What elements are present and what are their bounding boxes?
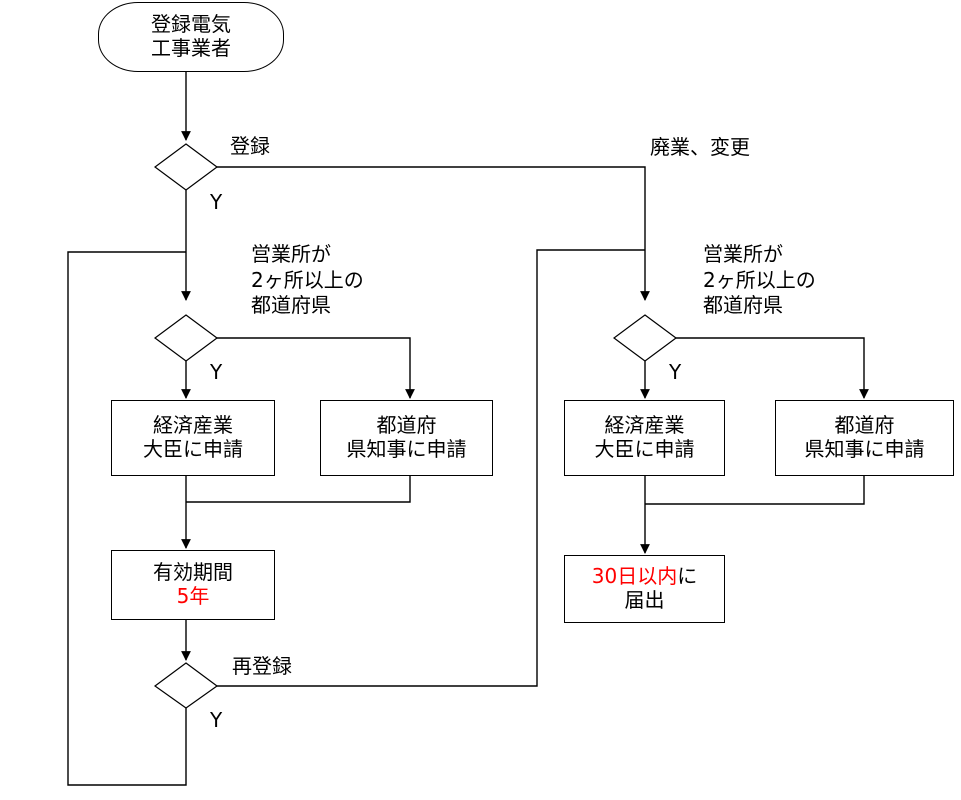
box-right-governor-line-2: 県知事に申請 [804,437,925,461]
label-register-yes: Y [210,190,223,214]
label-right-offices-yes: Y [669,360,682,384]
decision-offices-right [612,314,678,362]
box-notify-within-30-days[interactable]: 30日以内に 届出 [564,555,725,623]
box-left-governor-line-1: 都道府 [376,413,437,438]
box-right-minister-line-1: 経済産業 [604,413,685,438]
box-validity-period-value: 5年 [176,584,210,608]
edge-left-offices-no [217,337,415,399]
box-notify-line-2: 届出 [624,588,665,612]
box-right-governor-line-1: 都道府 [834,413,895,438]
decision-register [153,143,219,191]
edge-right-offices-no [676,337,869,399]
label-right-branch: 廃業、変更 [650,135,750,159]
condition-note-left-line-2: 2ヶ所以上の [251,267,364,292]
condition-note-right-line-3: 都道府県 [703,293,783,318]
decision-reregister [153,662,219,709]
start-node[interactable]: 登録電気 工事業者 [98,2,284,72]
condition-note-left-line-3: 都道府県 [251,293,331,318]
box-left-minister-line-1: 経済産業 [153,413,233,438]
condition-note-left: 営業所が 2ヶ所以上の 都道府県 [251,242,364,319]
edge-left-governor-join [186,476,411,503]
box-left-minister-line-2: 大臣に申請 [143,437,243,461]
box-left-minister[interactable]: 経済産業 大臣に申請 [111,400,275,476]
box-notify-particle: に [677,564,698,589]
start-node-line-1: 登録電気 [151,12,231,37]
box-right-minister[interactable]: 経済産業 大臣に申請 [564,400,725,476]
condition-note-left-line-1: 営業所が [251,242,331,266]
label-reregister: 再登録 [232,654,292,678]
box-notify-line-1: 30日以内に [592,565,697,589]
box-right-governor[interactable]: 都道府 県知事に申請 [775,400,954,476]
edge-rereg-no-to-right [217,249,645,687]
label-left-offices-yes: Y [210,360,223,384]
label-register: 登録 [230,134,270,158]
edge-register-no-right [217,166,650,301]
edge-rereg-yes-loop [67,251,187,786]
label-reregister-yes: Y [210,708,223,732]
edge-right-governor-join [645,476,865,505]
box-notify-deadline: 30日以内 [591,564,678,589]
condition-note-right-line-2: 2ヶ所以上の [703,267,816,292]
box-validity-period[interactable]: 有効期間 5年 [111,550,275,620]
box-right-minister-line-2: 大臣に申請 [594,437,695,461]
condition-note-right: 営業所が 2ヶ所以上の 都道府県 [703,242,816,319]
box-left-governor[interactable]: 都道府 県知事に申請 [320,400,493,476]
start-node-line-2: 工事業者 [151,36,231,60]
box-left-governor-line-2: 県知事に申請 [346,437,467,461]
decision-offices-left [153,314,219,362]
condition-note-right-line-1: 営業所が [703,242,783,266]
box-validity-period-title: 有効期間 [153,560,233,585]
